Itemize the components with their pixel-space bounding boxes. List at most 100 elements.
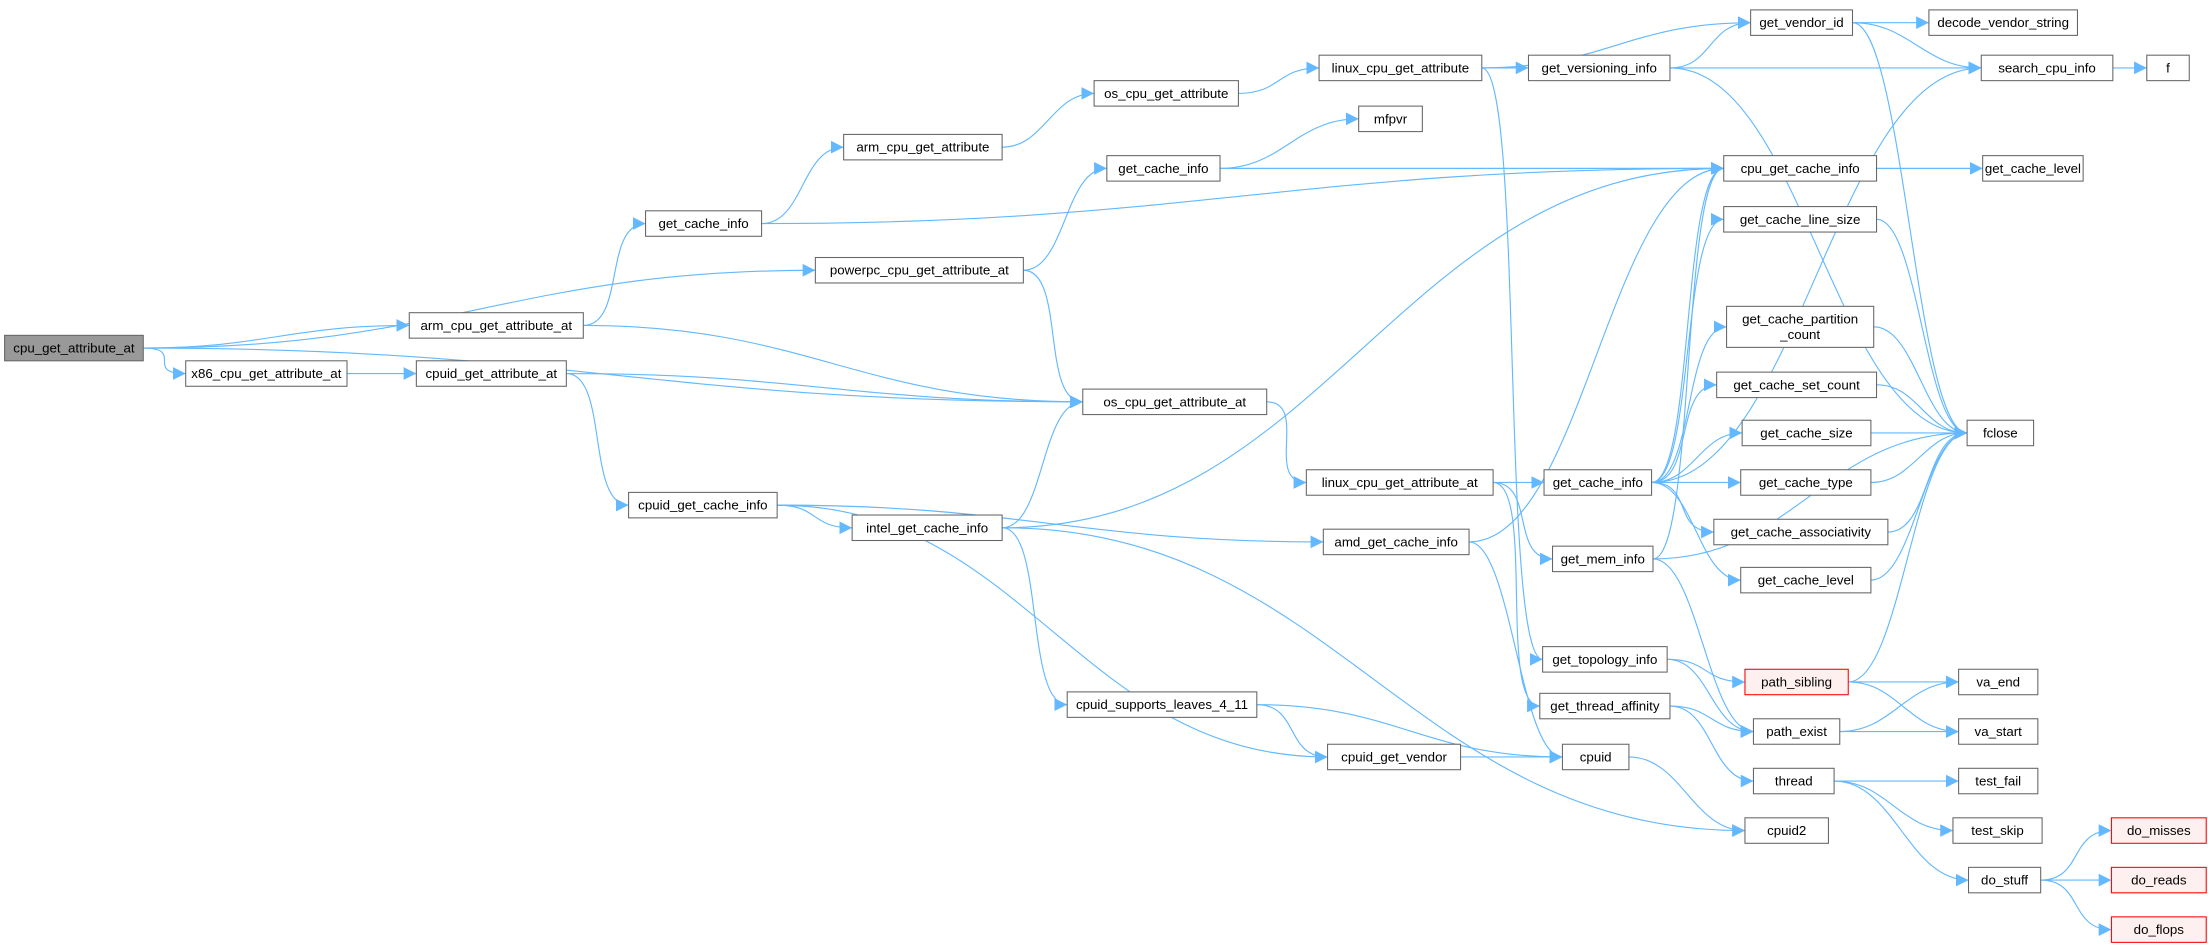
node-test-skip[interactable]: test_skip [1952, 817, 2043, 844]
node-box [1723, 155, 1878, 182]
node-cpu-gci[interactable]: cpu_get_cache_info [1723, 155, 1878, 182]
node-cpuid-at[interactable]: cpuid_get_attribute_at [415, 360, 567, 387]
node-box [1713, 518, 1889, 546]
node-mfpvr[interactable]: mfpvr [1358, 105, 1423, 133]
node-label: get_versioning_info [1542, 60, 1657, 75]
node-box [1322, 528, 1470, 556]
edge-gci3-to-search [1651, 61, 1982, 484]
node-box [1958, 668, 2039, 696]
node-gcl2[interactable]: get_cache_level [1740, 566, 1872, 594]
node-va-start[interactable]: va_start [1958, 718, 2039, 745]
edge-vendor_id-to-fclose [1852, 22, 1968, 440]
node-box [185, 360, 348, 387]
edge-gci3-to-line_size [1651, 213, 1724, 484]
node-cpuid[interactable]: cpuid [1561, 743, 1630, 771]
node-va-end[interactable]: va_end [1958, 668, 2039, 696]
node-do-stuff[interactable]: do_stuff [1967, 866, 2042, 894]
node-f[interactable]: f [2146, 54, 2190, 82]
node-box [1318, 54, 1483, 82]
node-affinity[interactable]: get_thread_affinity [1539, 692, 1671, 720]
edge-linux_at-to-mem [1493, 481, 1553, 566]
edge-os_at-to-linux_at [1266, 401, 1307, 489]
node-label: get_cache_level [1758, 573, 1854, 588]
node-supports[interactable]: cpuid_supports_leaves_4_11 [1066, 691, 1258, 718]
edge-cpu_get_attribute_at-to-arm_at [143, 319, 410, 349]
node-x86[interactable]: x86_cpu_get_attribute_at [185, 360, 348, 387]
node-thread[interactable]: thread [1752, 767, 1835, 795]
node-cpuid-vendor[interactable]: cpuid_get_vendor [1327, 743, 1462, 771]
node-label: powerpc_cpu_get_attribute_at [830, 263, 1009, 278]
edge-cpu_get_attribute_at-to-powerpc [143, 263, 816, 349]
node-box [1543, 469, 1653, 496]
node-label: decode_vendor_string [1937, 15, 2069, 30]
edge-os_attr-to-linux_attr [1238, 61, 1320, 94]
node-search[interactable]: search_cpu_info [1980, 54, 2114, 82]
node-decode[interactable]: decode_vendor_string [1928, 9, 2078, 36]
edge-gci2-to-mfpvr [1220, 112, 1359, 169]
node-box [2110, 817, 2207, 844]
node-line-size[interactable]: get_cache_line_size [1723, 206, 1878, 233]
node-label: get_cache_line_size [1740, 212, 1861, 227]
node-sibling[interactable]: path_sibling [1744, 668, 1849, 696]
node-label: search_cpu_info [1998, 60, 2096, 75]
node-os-at[interactable]: os_cpu_get_attribute_at [1082, 388, 1268, 416]
edge-versioning-to-vendor_id [1669, 16, 1751, 69]
node-gci2[interactable]: get_cache_info [1106, 155, 1221, 182]
node-do-reads[interactable]: do_reads [2110, 866, 2207, 894]
node-label: test_fail [1975, 774, 2021, 789]
node-label: test_skip [1971, 823, 2023, 838]
node-gci1[interactable]: get_cache_info [645, 210, 763, 237]
node-arm-attr[interactable]: arm_cpu_get_attribute [843, 133, 1003, 161]
node-assoc[interactable]: get_cache_associativity [1713, 518, 1889, 546]
node-intel[interactable]: intel_get_cache_info [851, 514, 1003, 542]
edge-gci1-to-arm_attr [761, 140, 844, 225]
node-partition[interactable]: get_cache_partition_count [1726, 305, 1875, 348]
node-label: os_cpu_get_attribute [1104, 86, 1228, 101]
node-fclose[interactable]: fclose [1966, 419, 2035, 447]
node-box [2146, 54, 2190, 82]
node-gci3[interactable]: get_cache_info [1543, 469, 1653, 496]
node-label: get_cache_info [1118, 161, 1208, 176]
edge-do_stuff-to-do_flops [2040, 879, 2112, 936]
node-cpu-get-attribute-at[interactable]: cpu_get_attribute_at [4, 334, 144, 362]
node-exist[interactable]: path_exist [1752, 718, 1841, 745]
node-test-fail[interactable]: test_fail [1958, 767, 2039, 795]
node-amd[interactable]: amd_get_cache_info [1322, 528, 1470, 556]
node-arm-at[interactable]: arm_cpu_get_attribute_at [408, 312, 584, 339]
node-versioning[interactable]: get_versioning_info [1527, 54, 1671, 82]
edge-arm_at-to-os_at [583, 324, 1083, 409]
node-type[interactable]: get_cache_type [1740, 469, 1872, 496]
node-label: do_stuff [1981, 873, 2028, 888]
node-label: mfpvr [1374, 111, 1408, 126]
node-powerpc[interactable]: powerpc_cpu_get_attribute_at [814, 256, 1024, 284]
node-label: cpuid [1580, 749, 1612, 764]
node-linux-at[interactable]: linux_cpu_get_attribute_at [1305, 469, 1494, 496]
edge-powerpc-to-os_at [1023, 269, 1083, 409]
node-label: cpuid2 [1767, 823, 1806, 838]
node-label: cpu_get_attribute_at [13, 341, 135, 356]
node-cpuid-gci[interactable]: cpuid_get_cache_info [628, 491, 778, 519]
edge-vendor_id-to-search [1852, 22, 1982, 75]
node-label: path_exist [1766, 724, 1827, 739]
node-set-count[interactable]: get_cache_set_count [1716, 371, 1878, 399]
node-gcl1[interactable]: get_cache_level [1982, 155, 2084, 182]
node-label: thread [1775, 774, 1813, 789]
node-linux-attr[interactable]: linux_cpu_get_attribute [1318, 54, 1483, 82]
edge-cpuid_gci-to-cpuid_vendor [777, 504, 1328, 764]
node-cpuid2[interactable]: cpuid2 [1744, 817, 1829, 844]
node-box [1966, 419, 2035, 447]
edge-amd-to-cpu_gci [1469, 162, 1724, 543]
node-size[interactable]: get_cache_size [1741, 419, 1872, 447]
node-box [645, 210, 763, 237]
node-do-misses[interactable]: do_misses [2110, 817, 2207, 844]
node-label: do_reads [2131, 873, 2187, 888]
node-mem[interactable]: get_mem_info [1552, 545, 1654, 573]
node-vendor-id[interactable]: get_vendor_id [1750, 9, 1854, 36]
node-do-flops[interactable]: do_flops [2110, 916, 2207, 943]
node-os-attr[interactable]: os_cpu_get_attribute [1093, 80, 1239, 107]
node-topology[interactable]: get_topology_info [1542, 646, 1668, 673]
node-box [1327, 743, 1462, 771]
node-label: get_cache_size [1760, 425, 1852, 440]
node-label: do_flops [2134, 922, 2185, 937]
node-box [851, 514, 1003, 542]
